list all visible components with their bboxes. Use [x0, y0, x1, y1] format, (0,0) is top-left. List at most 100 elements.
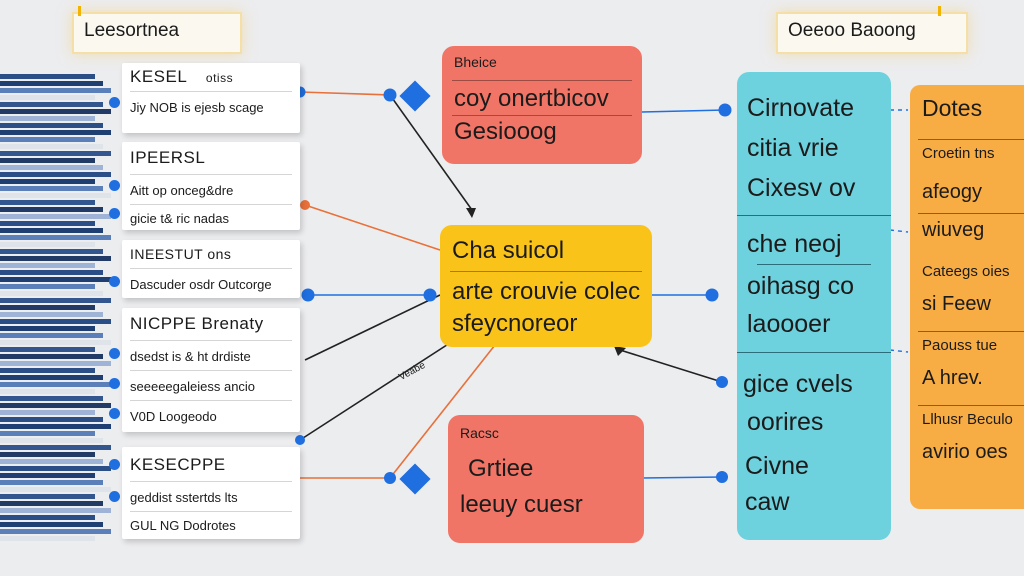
list-card-1[interactable]: KESEL otiss Jiy NOB is ejesb scage: [109, 63, 300, 133]
binder-page: [0, 221, 95, 226]
cyan-item: gice cvels: [743, 370, 853, 398]
binder-page: [0, 319, 111, 324]
bottom-box-header: Racsc: [460, 425, 499, 441]
binder-page: [0, 74, 95, 79]
binder-page: [0, 431, 95, 436]
binder-page: [0, 501, 103, 506]
connector-bottombox-cyan: [641, 476, 723, 479]
cyan-column[interactable]: Cirnovate citia vrie Cixesv ov che neoj …: [737, 72, 891, 540]
binder-page: [0, 123, 103, 128]
orange-item: avirio oes: [922, 441, 1008, 463]
card-row: geddist sstertds lts: [130, 490, 238, 505]
arrowhead-center-right: [614, 346, 626, 356]
junction-dot: [383, 88, 397, 102]
bottom-box-line: leeuy cuesr: [460, 491, 583, 518]
binder-page: [0, 410, 95, 415]
cyan-item: citia vrie: [747, 134, 839, 162]
orange-item: Croetin tns: [922, 145, 995, 162]
bullet-icon: [109, 97, 120, 108]
top-right-tag: Oeeoo Baoong: [776, 6, 968, 54]
center-topic-box[interactable]: Cha suicol arte crouvie colec sfeycnoreo…: [440, 225, 652, 347]
dashed-link: [889, 349, 909, 353]
dashed-link: [889, 229, 909, 233]
top-box-header: Bheice: [454, 54, 497, 70]
binder-page: [0, 536, 95, 541]
junction-dot: [295, 435, 305, 445]
binder-page: [0, 277, 111, 282]
binder-page: [0, 256, 111, 261]
center-box-line: Cha suicol: [452, 237, 565, 264]
list-card-2[interactable]: IPEERSL Aitt op onceg&dre gicie t& ric n…: [109, 142, 300, 230]
junction-dot: [423, 288, 437, 302]
center-box-line: sfeycnoreor: [452, 310, 578, 337]
binder-page: [0, 130, 111, 135]
bullet-icon: [109, 378, 120, 389]
bottom-topic-box[interactable]: Racsc Grtiee leeuy cuesr: [448, 415, 644, 543]
cyan-item: Cixesv ov: [747, 174, 856, 202]
card-row: dsedst is & ht drdiste: [130, 349, 251, 364]
binder-page: [0, 361, 111, 366]
connector-bottombox-center: [389, 344, 496, 479]
binder-page: [0, 263, 95, 268]
card-title-right: otiss: [205, 71, 234, 85]
binder-page: [0, 382, 111, 387]
binder-page: [0, 473, 95, 478]
card-title: NICPPE Brenaty: [130, 314, 264, 333]
orange-item: afeogy: [922, 181, 983, 203]
bullet-icon: [109, 348, 120, 359]
binder-page: [0, 144, 103, 149]
binder-page: [0, 186, 103, 191]
binder-page: [0, 88, 111, 93]
binder-page: [0, 459, 103, 464]
list-card-4[interactable]: NICPPE Brenaty dsedst is & ht drdiste se…: [109, 308, 300, 432]
binder-page: [0, 95, 95, 100]
binder-page: [0, 179, 95, 184]
binder-page: [0, 340, 111, 345]
binder-page: [0, 368, 95, 373]
top-left-tag-label: Leesortnea: [84, 20, 180, 41]
card-row: seeeeegaleiess ancio: [130, 379, 256, 394]
card-row: Dascuder osdr Outcorge: [130, 277, 272, 292]
binder-page: [0, 389, 95, 394]
binder-page: [0, 158, 95, 163]
binder-page: [0, 242, 95, 247]
list-card-5[interactable]: KESECPPE geddist sstertds lts GUL NG Dod…: [109, 447, 300, 539]
binder-page: [0, 291, 103, 296]
top-topic-box[interactable]: Bheice coy onertbicov Gesiooog: [442, 46, 642, 164]
binder-page: [0, 298, 111, 303]
binder-page: [0, 137, 95, 142]
binder-page: [0, 452, 95, 457]
binder-page: [0, 487, 111, 492]
connector-card1-topbox: [299, 91, 391, 96]
binder-page: [0, 438, 103, 443]
orange-item: wiuveg: [922, 219, 985, 241]
binder-page: [0, 326, 95, 331]
binder-page: [0, 228, 103, 233]
binder-page: [0, 522, 103, 527]
binder-page: [0, 424, 111, 429]
list-card-3[interactable]: INEESTUT ons Dascuder osdr Outcorge: [109, 240, 300, 298]
top-left-tag: Leesortnea: [72, 6, 242, 54]
junction-dot: [716, 376, 728, 388]
junction-dot: [384, 472, 396, 484]
cyan-item: caw: [745, 488, 790, 516]
binder-page: [0, 270, 103, 275]
binder-page: [0, 515, 95, 520]
card-row: Aitt op onceg&dre: [130, 183, 234, 198]
orange-item: Dotes: [922, 95, 983, 121]
binder-page: [0, 417, 103, 422]
junction-dot: [300, 200, 310, 210]
bullet-icon: [109, 491, 120, 502]
card-title: KESECPPE: [130, 455, 226, 474]
top-right-tag-label: Oeeoo Baoong: [788, 20, 916, 41]
orange-divider: [918, 331, 1024, 332]
cyan-item: che neoj: [747, 230, 842, 258]
binder-page: [0, 354, 103, 359]
binder-page: [0, 151, 111, 156]
binder-page: [0, 445, 111, 450]
connector-card2-center: [304, 204, 441, 251]
connector-card4-center: [304, 294, 441, 361]
arrowhead-center-top: [466, 208, 476, 218]
